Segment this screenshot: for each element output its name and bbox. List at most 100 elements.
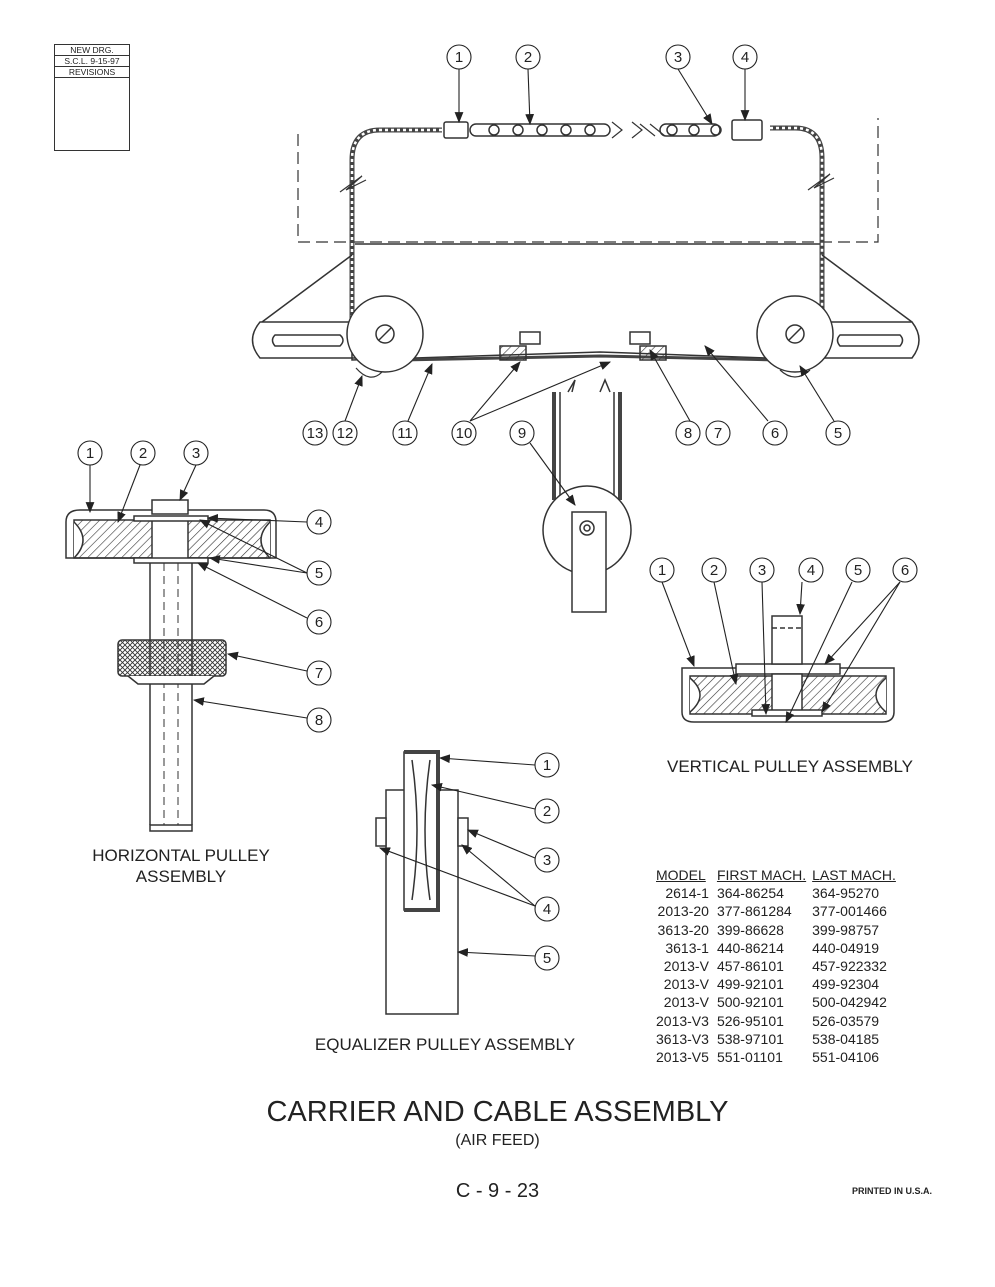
last-machine-cell: 500-042942 xyxy=(812,994,887,1011)
first-machine-header: FIRST MACH. xyxy=(716,867,807,883)
last-machine-cell: 457-922332 xyxy=(812,958,887,975)
horizontal-pulley-label-line1: HORIZONTAL PULLEY xyxy=(92,846,270,865)
table-row: 2013-V 500-92101 500-042942 xyxy=(656,993,902,1011)
model-cell: 2013-V3 xyxy=(656,1012,709,1029)
first-machine-cell: 457-86101 xyxy=(716,958,784,975)
model-cell: 2013-V5 xyxy=(656,1049,709,1066)
first-machine-cell: 526-95101 xyxy=(716,1012,784,1029)
equalizer-callout-1: 1 xyxy=(543,757,551,774)
equalizer-callout-5: 5 xyxy=(543,950,551,967)
vertical-callout-5: 5 xyxy=(854,562,862,579)
page-number: C - 9 - 23 xyxy=(455,1180,540,1202)
revision-date: S.C.L. 9-15-97 xyxy=(55,56,129,67)
equalizer-callout-2: 2 xyxy=(543,803,551,820)
horizontal-callout-2: 2 xyxy=(139,445,147,462)
carrier-callout-11: 11 xyxy=(397,425,413,442)
model-cell: 2013-V xyxy=(663,958,709,975)
equalizer-callout-3: 3 xyxy=(543,852,551,869)
revision-new-drawing: NEW DRG. xyxy=(55,45,129,56)
model-cell: 2013-20 xyxy=(657,903,709,920)
table-row: 2013-V5 551-01101 551-04106 xyxy=(656,1048,902,1066)
vertical-callout-1: 1 xyxy=(658,562,666,579)
carrier-assembly xyxy=(251,118,920,613)
model-cell: 3613-V3 xyxy=(656,1030,709,1047)
carrier-callout-1: 1 xyxy=(455,49,463,66)
model-cell: 3613-20 xyxy=(657,921,709,938)
first-machine-cell: 499-92101 xyxy=(716,976,784,993)
table-row: 3613-V3 538-97101 538-04185 xyxy=(656,1030,902,1048)
vertical-pulley-assembly xyxy=(681,615,895,723)
equalizer-pulley-assembly xyxy=(375,750,469,1015)
horizontal-callout-5: 5 xyxy=(315,565,323,582)
last-machine-cell: 399-98757 xyxy=(812,921,880,938)
horizontal-callout-8: 8 xyxy=(315,712,323,729)
first-machine-cell: 440-86214 xyxy=(716,939,784,956)
carrier-callout-2: 2 xyxy=(524,49,532,66)
carrier-callout-6: 6 xyxy=(771,425,779,442)
page-subtitle: (AIR FEED) xyxy=(455,1132,540,1149)
revision-header: REVISIONS xyxy=(55,67,129,78)
revision-block: NEW DRG. S.C.L. 9-15-97 REVISIONS xyxy=(54,44,130,151)
last-machine-cell: 538-04185 xyxy=(812,1030,880,1047)
last-machine-cell: 526-03579 xyxy=(812,1012,880,1029)
carrier-callout-12: 12 xyxy=(337,425,354,442)
last-machine-cell: 551-04106 xyxy=(812,1049,880,1066)
printed-notice: PRINTED IN U.S.A. xyxy=(852,1186,933,1196)
first-machine-cell: 551-01101 xyxy=(716,1049,783,1066)
equalizer-pulley-label: EQUALIZER PULLEY ASSEMBLY xyxy=(314,1035,576,1054)
vertical-callout-2: 2 xyxy=(710,562,718,579)
equalizer-callout-4: 4 xyxy=(543,901,551,918)
carrier-callout-8: 8 xyxy=(684,425,692,442)
horizontal-callout-1: 1 xyxy=(86,445,94,462)
first-machine-cell: 377-861284 xyxy=(716,903,792,920)
model-table: MODEL FIRST MACH. LAST MACH. 2614-1 364-8… xyxy=(656,866,902,1066)
first-machine-cell: 364-86254 xyxy=(716,885,784,902)
table-row: 2013-V 499-92101 499-92304 xyxy=(656,975,902,993)
model-cell: 2013-V xyxy=(663,976,709,993)
vertical-callout-3: 3 xyxy=(758,562,766,579)
carrier-callout-9: 9 xyxy=(518,425,526,442)
table-row: 3613-20 399-86628 399-98757 xyxy=(656,921,902,939)
model-cell: 3613-1 xyxy=(665,939,709,956)
horizontal-callout-6: 6 xyxy=(315,614,323,631)
table-row: 2013-V3 526-95101 526-03579 xyxy=(656,1012,902,1030)
first-machine-cell: 399-86628 xyxy=(716,921,784,938)
equalizer-callouts xyxy=(378,752,560,971)
first-machine-cell: 500-92101 xyxy=(716,994,784,1011)
page-title: CARRIER AND CABLE ASSEMBLY xyxy=(266,1096,729,1128)
last-machine-cell: 377-001466 xyxy=(812,903,887,920)
vertical-callouts xyxy=(649,557,918,723)
last-machine-header: LAST MACH. xyxy=(812,867,896,883)
chain-left xyxy=(469,123,611,137)
carrier-callout-labels: 1 2 3 4 13 12 11 10 9 8 7 6 5 xyxy=(307,49,843,442)
last-machine-cell: 499-92304 xyxy=(812,976,880,993)
carrier-callout-5: 5 xyxy=(834,425,842,442)
carrier-callout-4: 4 xyxy=(741,49,749,66)
horizontal-callout-3: 3 xyxy=(192,445,200,462)
chain-right xyxy=(659,123,722,137)
last-machine-cell: 364-95270 xyxy=(812,885,880,902)
horizontal-pulley-label: HORIZONTAL PULLEY ASSEMBLY xyxy=(66,845,296,887)
model-header: MODEL xyxy=(656,867,706,883)
vertical-pulley-label: VERTICAL PULLEY ASSEMBLY xyxy=(667,757,913,776)
carrier-callout-3: 3 xyxy=(674,49,682,66)
horizontal-callout-4: 4 xyxy=(315,514,323,531)
model-cell: 2013-V xyxy=(663,994,709,1011)
horizontal-callouts xyxy=(77,440,332,733)
table-row: 2013-20 377-861284 377-001466 xyxy=(656,902,902,920)
first-machine-cell: 538-97101 xyxy=(716,1030,784,1047)
horizontal-pulley-assembly xyxy=(65,499,277,832)
horizontal-callout-7: 7 xyxy=(315,665,323,682)
table-row: 3613-1 440-86214 440-04919 xyxy=(656,939,902,957)
carrier-callout-7: 7 xyxy=(714,425,722,442)
table-row: 2013-V 457-86101 457-922332 xyxy=(656,957,902,975)
carrier-callouts xyxy=(302,44,851,506)
last-machine-cell: 440-04919 xyxy=(812,939,880,956)
carrier-callout-13: 13 xyxy=(307,425,324,442)
table-row: 2614-1 364-86254 364-95270 xyxy=(656,884,902,902)
horizontal-pulley-label-line2: ASSEMBLY xyxy=(135,867,227,886)
vertical-callout-4: 4 xyxy=(807,562,815,579)
model-cell: 2614-1 xyxy=(665,885,709,902)
carrier-callout-10: 10 xyxy=(456,425,473,442)
